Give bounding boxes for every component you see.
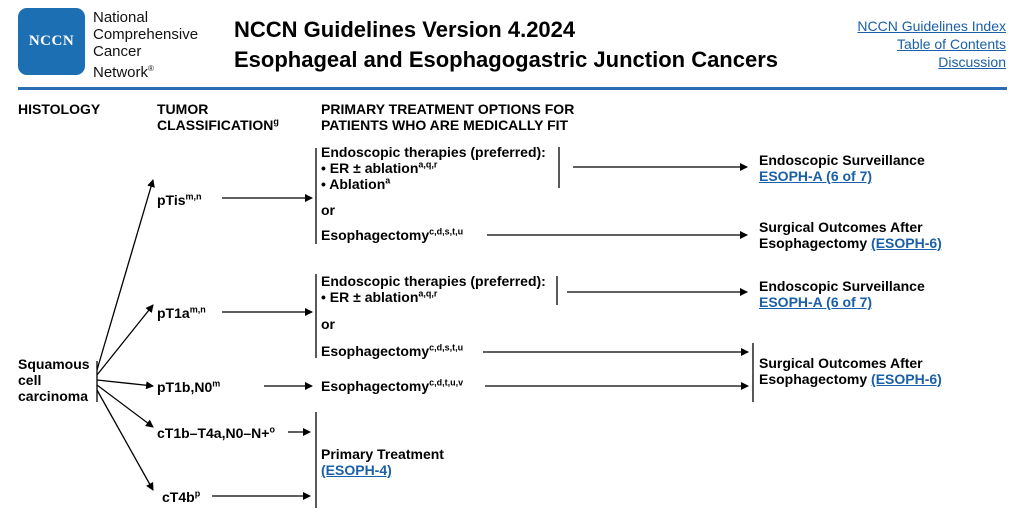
surveillance-label: Endoscopic Surveillance xyxy=(759,152,925,168)
class-ptis: pTism,n xyxy=(157,192,202,208)
primary-treatment-label: Primary Treatment xyxy=(321,446,444,462)
outcome-surgical-2: Surgical Outcomes After Esophagectomy (E… xyxy=(759,355,942,387)
class-pt1a: pT1am,n xyxy=(157,305,206,321)
primary-header-line2: PATIENTS WHO ARE MEDICALLY FIT xyxy=(321,117,569,133)
footnote-ref: a,q,r xyxy=(418,288,438,299)
esophagectomy-label: Esophagectomy xyxy=(321,343,430,359)
esoph-6-link[interactable]: (ESOPH-6) xyxy=(871,371,942,387)
footnote-ref: c,d,s,t,u xyxy=(429,342,464,353)
footnote-ref: m xyxy=(212,378,221,389)
footnote-ref: c,d,t,u,v xyxy=(429,377,464,388)
table-of-contents-link[interactable]: Table of Contents xyxy=(897,36,1006,52)
er-ablation-item: • ER ± ablation xyxy=(321,160,419,176)
outcome-surveillance-2: Endoscopic Surveillance ESOPH-A (6 of 7) xyxy=(759,278,925,310)
outcome-surveillance-1: Endoscopic Surveillance ESOPH-A (6 of 7) xyxy=(759,152,925,184)
tumor-classification-header: TUMOR CLASSIFICATIONg xyxy=(157,101,279,133)
esoph-a-link[interactable]: ESOPH-A (6 of 7) xyxy=(759,168,873,184)
endoscopic-therapies-1: Endoscopic therapies (preferred): • ER ±… xyxy=(321,144,546,192)
esoph-a-link[interactable]: ESOPH-A (6 of 7) xyxy=(759,294,873,310)
tumor-header-line1: TUMOR xyxy=(157,101,209,117)
ablation-item: • Ablation xyxy=(321,176,386,192)
er-ablation-item: • ER ± ablation xyxy=(321,289,419,305)
surgical-outcomes-label-2: Esophagectomy xyxy=(759,371,872,387)
or-connector-2: or xyxy=(321,316,335,332)
outcome-surgical-1: Surgical Outcomes After Esophagectomy (E… xyxy=(759,219,942,251)
esophagectomy-2: Esophagectomyc,d,s,t,u xyxy=(321,343,463,359)
header-divider xyxy=(18,87,1007,90)
primary-treatment-header: PRIMARY TREATMENT OPTIONS FOR PATIENTS W… xyxy=(321,101,574,133)
pt1a-label: pT1a xyxy=(157,305,190,321)
guidelines-index-link[interactable]: NCCN Guidelines Index xyxy=(857,18,1006,34)
page-title: NCCN Guidelines Version 4.2024 Esophagea… xyxy=(234,15,778,75)
esophagectomy-label: Esophagectomy xyxy=(321,378,430,394)
surgical-outcomes-label: Surgical Outcomes After xyxy=(759,355,923,371)
ct1b-label: cT1b–T4a,N0–N+ xyxy=(157,425,270,441)
surveillance-label: Endoscopic Surveillance xyxy=(759,278,925,294)
logo-line-1: National xyxy=(93,9,149,26)
esophagectomy-3: Esophagectomyc,d,t,u,v xyxy=(321,378,463,394)
ptis-label: pTis xyxy=(157,192,186,208)
class-ct1b: cT1b–T4a,N0–N+o xyxy=(157,425,275,441)
class-pt1b: pT1b,N0m xyxy=(157,379,220,395)
discussion-link[interactable]: Discussion xyxy=(938,54,1006,70)
footnote-ref: a xyxy=(385,175,391,186)
footnote-ref: g xyxy=(273,116,279,127)
esoph-6-link[interactable]: (ESOPH-6) xyxy=(871,235,942,251)
nccn-logo: NCCN xyxy=(18,8,85,75)
class-ct4b: cT4bp xyxy=(162,489,200,505)
footnote-ref: c,d,s,t,u xyxy=(429,226,464,237)
endoscopic-heading: Endoscopic therapies (preferred): xyxy=(321,273,546,289)
surgical-outcomes-label: Surgical Outcomes After xyxy=(759,219,923,235)
footnote-ref: m,n xyxy=(189,304,206,315)
histology-line1: Squamous xyxy=(18,356,90,372)
footnote-ref: o xyxy=(269,424,275,435)
tumor-header-line2: CLASSIFICATION xyxy=(157,117,274,133)
footnote-ref: p xyxy=(194,488,201,499)
endoscopic-therapies-2: Endoscopic therapies (preferred): • ER ±… xyxy=(321,273,546,305)
esophagectomy-1: Esophagectomyc,d,s,t,u xyxy=(321,227,463,243)
logo-line-4: Network xyxy=(93,64,149,81)
histology-squamous: Squamous cell carcinoma xyxy=(18,356,90,404)
logo-wordmark: National Comprehensive Cancer Network® xyxy=(93,9,198,81)
esophagectomy-label: Esophagectomy xyxy=(321,227,430,243)
primary-header-line1: PRIMARY TREATMENT OPTIONS FOR xyxy=(321,101,575,117)
title-topic: Esophageal and Esophagogastric Junction … xyxy=(234,47,779,72)
esoph-4-link[interactable]: (ESOPH-4) xyxy=(321,462,392,478)
endoscopic-heading: Endoscopic therapies (preferred): xyxy=(321,144,546,160)
primary-treatment: Primary Treatment (ESOPH-4) xyxy=(321,446,444,478)
histology-header: HISTOLOGY xyxy=(18,101,101,117)
logo-line-2: Comprehensive xyxy=(93,26,199,43)
title-version: NCCN Guidelines Version 4.2024 xyxy=(234,17,576,42)
surgical-outcomes-label-2: Esophagectomy xyxy=(759,235,872,251)
footnote-ref: a,q,r xyxy=(418,159,438,170)
histology-line3: carcinoma xyxy=(18,388,89,404)
ct4b-label: cT4b xyxy=(162,489,195,505)
pt1b-label: pT1b,N0 xyxy=(157,379,213,395)
or-connector-1: or xyxy=(321,202,335,218)
logo-line-3: Cancer xyxy=(93,43,142,60)
footnote-ref: m,n xyxy=(185,191,202,202)
histology-line2: cell xyxy=(18,372,42,388)
registered-mark: ® xyxy=(148,64,154,73)
nav-links: NCCN Guidelines Index Table of Contents … xyxy=(857,17,1006,71)
